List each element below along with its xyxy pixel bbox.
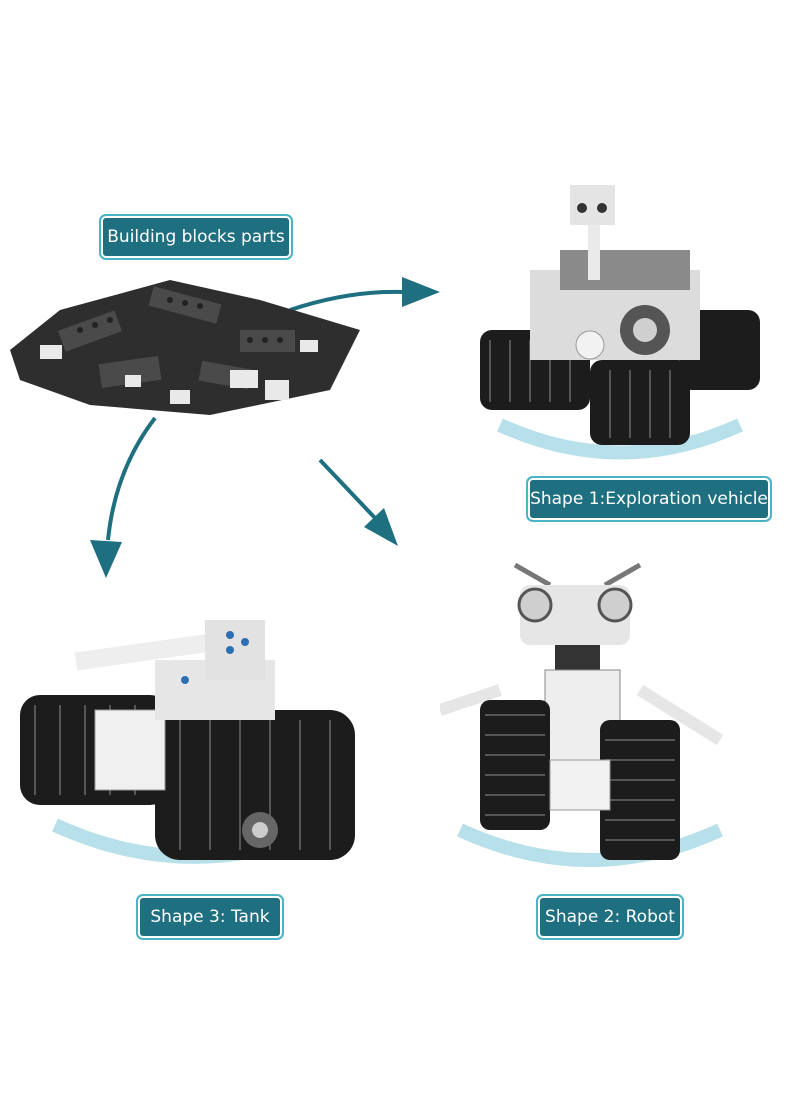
rotate-arc-icon xyxy=(497,418,743,460)
shape-2-robot-label: Shape 2: Robot xyxy=(540,898,680,936)
tank-model xyxy=(20,620,355,864)
shape-1-exploration-vehicle-label: Shape 1:Exploration vehicle xyxy=(530,480,768,518)
building-blocks-parts-label: Building blocks parts xyxy=(103,218,289,256)
arrow-diagonal-icon xyxy=(318,458,398,546)
building-blocks-pile xyxy=(10,280,360,415)
rotate-arc-icon xyxy=(457,823,723,867)
arrow-right-icon xyxy=(289,277,440,312)
robot-model xyxy=(440,562,724,867)
exploration-vehicle-model xyxy=(480,185,760,460)
arrow-down-icon xyxy=(90,416,157,578)
shape-3-tank-label: Shape 3: Tank xyxy=(140,898,280,936)
